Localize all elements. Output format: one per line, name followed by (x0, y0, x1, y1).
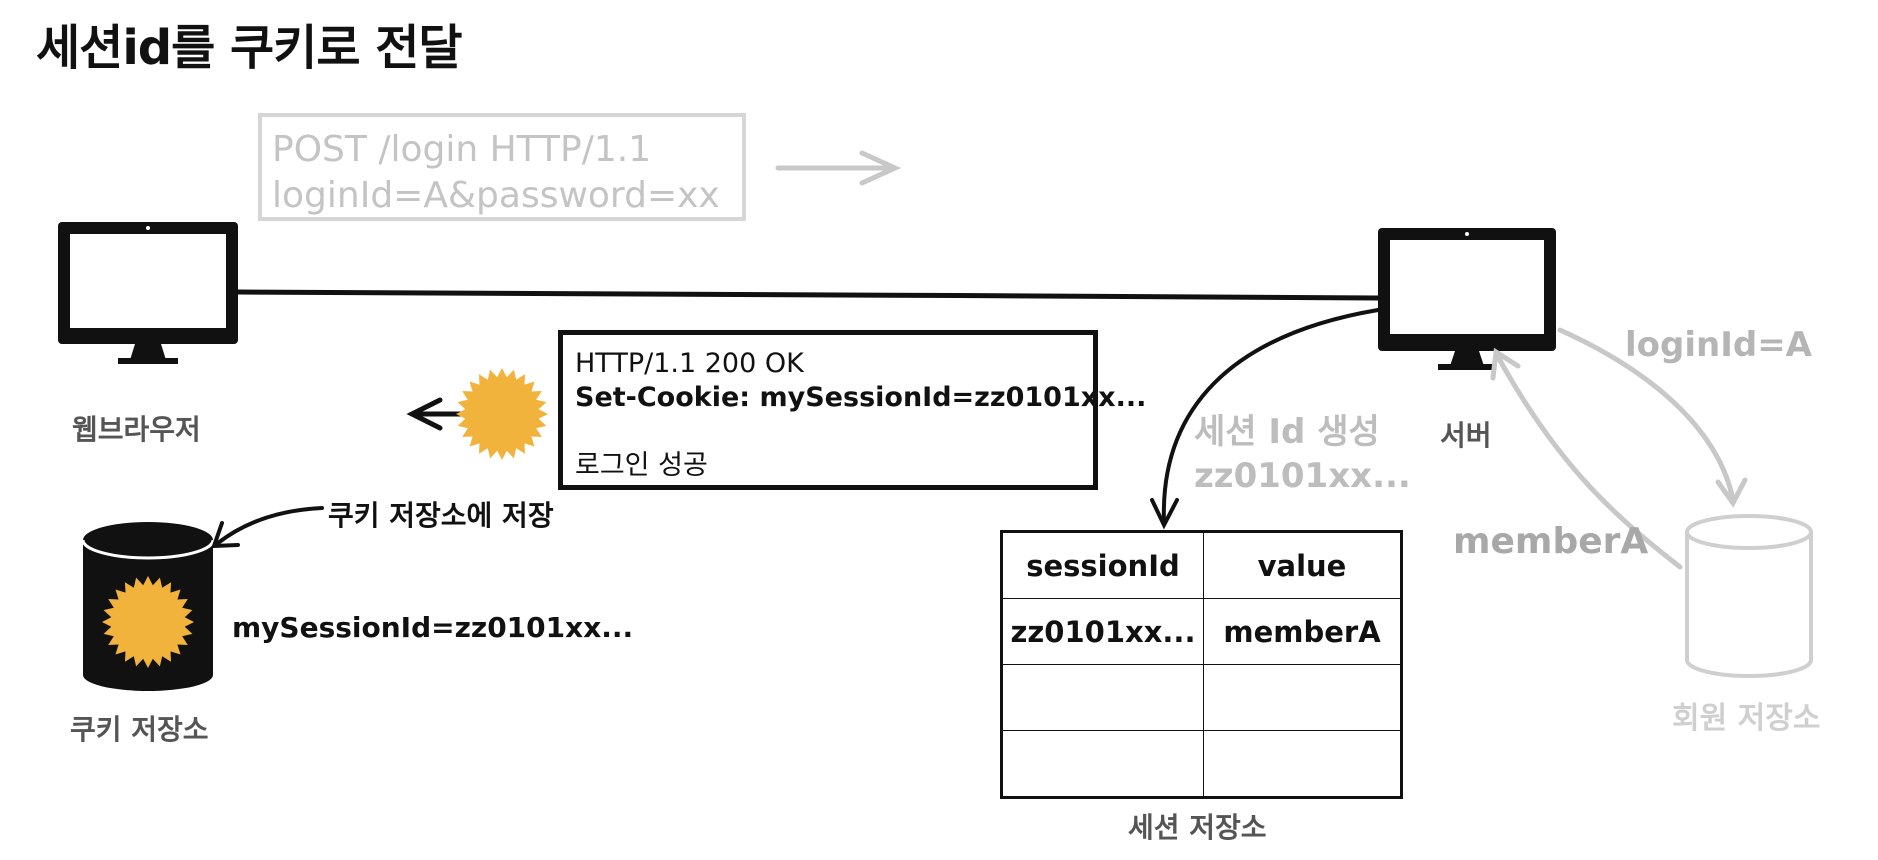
http-request-box: POST /login HTTP/1.1 loginId=A&password=… (258, 113, 746, 221)
cell-value (1203, 664, 1402, 731)
member-store-label: 회원 저장소 (1672, 701, 1821, 736)
response-blank-line (575, 415, 1081, 449)
response-status-line: HTTP/1.1 200 OK (575, 348, 804, 379)
http-response-box: HTTP/1.1 200 OK Set-Cookie: mySessionId=… (558, 330, 1147, 490)
cell-value (1203, 730, 1402, 798)
cell-session-id (1001, 664, 1204, 731)
session-create-label: 세션 Id 생성 (1194, 412, 1380, 452)
cookie-store-db-icon (81, 522, 215, 691)
request-arrow (775, 150, 902, 186)
table-row (1001, 730, 1402, 798)
response-set-cookie: Set-Cookie: mySessionId=zz0101xx... (575, 382, 1147, 413)
response-body: 로그인 성공 (575, 450, 708, 481)
cookie-store-label: 쿠키 저장소 (70, 713, 209, 746)
session-store-label: 세션 저장소 (1128, 811, 1267, 844)
header-value: value (1203, 531, 1402, 599)
stored-cookie-icon (102, 576, 194, 668)
page-title: 세션id를 쿠키로 전달 (36, 20, 463, 76)
login-id-label: loginId=A (1625, 325, 1812, 365)
server-monitor-icon (1378, 228, 1556, 370)
cell-value: memberA (1203, 598, 1402, 665)
server-label: 서버 (1440, 419, 1492, 452)
cell-session-id: zz0101xx... (1001, 598, 1204, 665)
request-line-2: loginId=A&password=xx (272, 175, 720, 216)
session-id-value: zz0101xx... (1194, 456, 1411, 496)
request-line-1: POST /login HTTP/1.1 (272, 129, 652, 170)
cookie-send-arrow (406, 397, 467, 431)
browser-label: 웹브라우저 (72, 413, 201, 446)
cookie-burst-icon (456, 368, 548, 460)
session-create-arrow (1150, 308, 1380, 530)
table-header-row: sessionId value (1001, 531, 1402, 599)
cookie-store-action: 쿠키 저장소에 저장 (328, 499, 554, 532)
login-id-arrow (1557, 327, 1748, 508)
cookie-save-arrow (211, 506, 324, 549)
session-store-table: sessionId value zz0101xx... memberA (1000, 530, 1403, 799)
cell-session-id (1001, 730, 1204, 798)
table-row: zz0101xx... memberA (1001, 598, 1402, 665)
member-label: memberA (1453, 521, 1649, 562)
browser-monitor-icon (58, 222, 238, 364)
cookie-value: mySessionId=zz0101xx... (232, 611, 634, 644)
table-row (1001, 664, 1402, 731)
member-return-arrow (1490, 347, 1683, 570)
header-session-id: sessionId (1001, 531, 1204, 599)
connection-line (237, 289, 1379, 301)
member-store-db-icon (1685, 514, 1813, 678)
